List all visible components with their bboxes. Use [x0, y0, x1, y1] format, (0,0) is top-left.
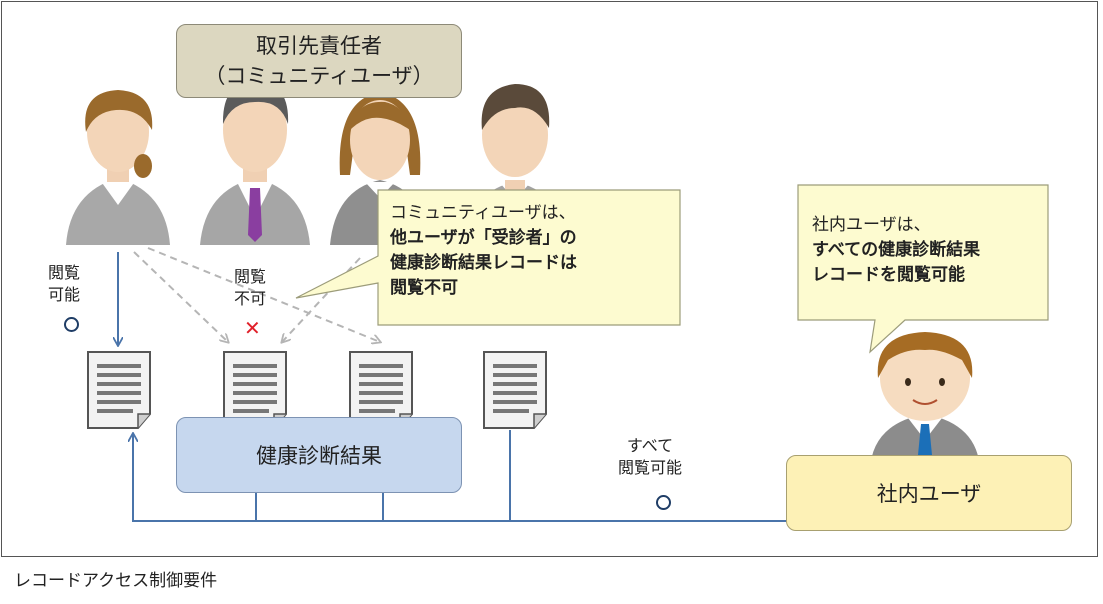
internal-user-label: 社内ユーザ [876, 482, 982, 506]
document-icon [87, 351, 151, 429]
person-woman-icon [66, 90, 170, 245]
community-speech-bubble [295, 189, 681, 326]
figure-caption: レコードアクセス制御要件 [14, 571, 218, 591]
all-viewable-circle-mark [656, 495, 671, 510]
viewable-circle-mark [64, 317, 79, 332]
person-internal-user-icon [870, 332, 980, 470]
community-user-subtitle: （コミュニティユーザ） [204, 64, 434, 88]
internal-user-box: 社内ユーザ [786, 455, 1072, 531]
community-bubble-text: コミュニティユーザは、 他ユーザが「受診者」の 健康診断結果レコードは 閲覧不可 [390, 203, 577, 298]
internal-bubble-text: 社内ユーザは、 すべての健康診断結果 レコードを閲覧可能 [812, 215, 981, 285]
document-icon [483, 351, 547, 429]
internal-speech-bubble [797, 184, 1049, 354]
viewable-label: 閲覧 可能 [48, 263, 81, 304]
all-viewable-label: すべて 閲覧可能 [618, 436, 683, 477]
denied-arrow [147, 247, 380, 342]
community-user-title-box: 取引先責任者 （コミュニティユーザ） [176, 24, 462, 98]
diagram-frame [1, 1, 1098, 557]
community-user-title: 取引先責任者 [256, 34, 382, 58]
not-viewable-label: 閲覧 不可 [234, 267, 267, 308]
health-check-records-box: 健康診断結果 [176, 417, 462, 493]
person-man-icon [200, 80, 310, 245]
internal-access-arrow [133, 434, 786, 522]
records-label: 健康診断結果 [256, 444, 382, 468]
denied-arrow [133, 251, 228, 342]
deny-x-mark: ✕ [244, 316, 261, 340]
